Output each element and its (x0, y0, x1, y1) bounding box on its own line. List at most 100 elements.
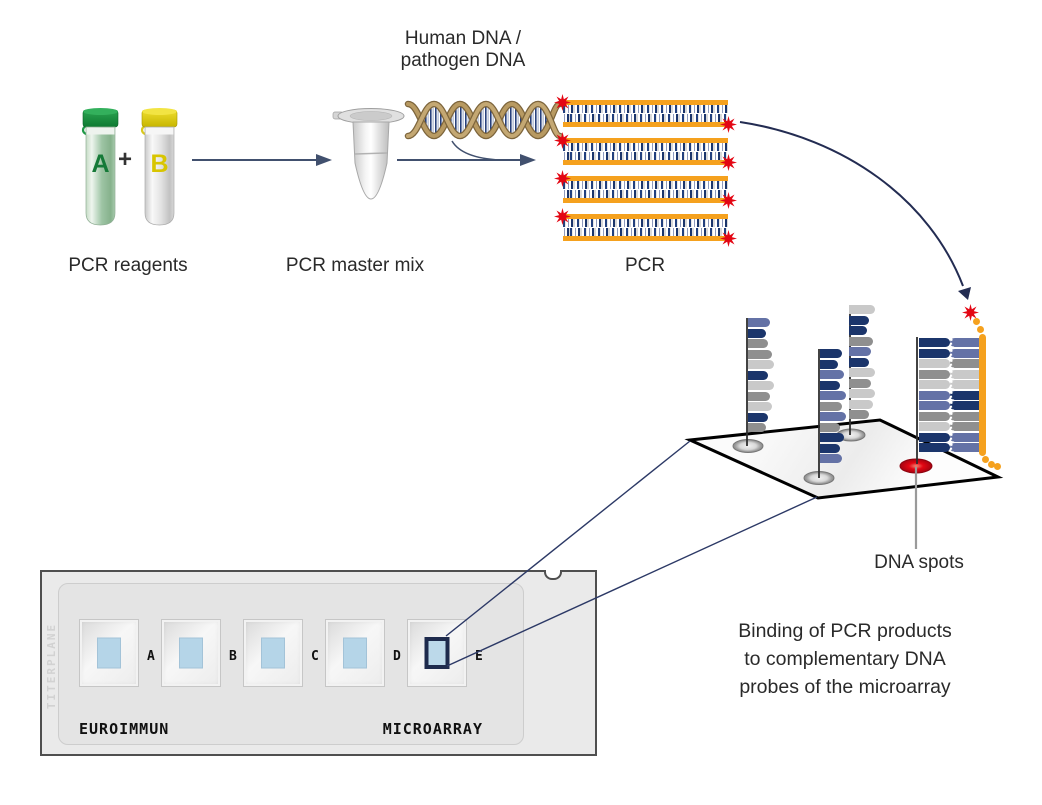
probe-bar (849, 389, 875, 398)
strand-dot (994, 463, 1001, 470)
primer-strand-bottom (563, 122, 728, 127)
bound-strand-bar (950, 369, 980, 379)
probe-bar (849, 305, 875, 314)
probe-bar (820, 422, 840, 432)
bound-strand-bar (950, 411, 980, 421)
bound-strand-bar (950, 443, 980, 452)
dye-star-icon (720, 116, 737, 133)
probe-bar (919, 401, 950, 410)
base-sequence-row (563, 190, 728, 198)
arrow-reagents-to-mix (192, 154, 332, 166)
pcr-product-duplex (554, 208, 737, 247)
well-window (179, 637, 203, 669)
probe-bar (849, 410, 869, 419)
probe-bar (748, 360, 774, 369)
primer-strand-top (563, 176, 728, 181)
caption-dna-spots: DNA spots (874, 552, 964, 573)
primer-strand-top (563, 214, 728, 219)
dye-star-icon (720, 192, 737, 209)
well-label: D (393, 649, 401, 664)
microarray-well (325, 619, 385, 687)
probe-bar (919, 369, 950, 379)
probe-bar (820, 454, 842, 463)
arrow-mix-to-pcr (397, 140, 536, 166)
probe-bar (820, 433, 844, 442)
primer-strand-bottom (563, 236, 728, 241)
caption-binding: Binding of PCR products to complementary… (738, 620, 952, 698)
bound-strand-bar (950, 401, 980, 410)
sample-dna-label: Human DNA / pathogen DNA (400, 28, 526, 71)
probe-bar (820, 349, 842, 358)
probe-bar (849, 378, 871, 388)
dye-star-icon (554, 208, 571, 225)
strand-gap (563, 113, 728, 114)
probe-bar (919, 411, 950, 421)
probe-bar (748, 402, 772, 411)
probe-bar (849, 315, 869, 325)
well-label: B (229, 649, 237, 664)
probe-bar (748, 339, 768, 348)
dye-star-icon (962, 304, 979, 321)
dye-star-icon (554, 94, 571, 111)
base-sequence-row (563, 228, 728, 236)
well-label: A (147, 649, 155, 664)
probe-bar (748, 318, 770, 327)
primer-strand-bottom (563, 160, 728, 165)
bound-strand-bar (950, 422, 980, 431)
caption-pcr-master-mix: PCR master mix (285, 255, 425, 276)
dna-spot (732, 439, 764, 453)
strand-dot (982, 456, 989, 463)
probe-bar (748, 381, 774, 390)
base-sequence-row (563, 105, 728, 113)
bound-strand-bar (950, 359, 980, 368)
caption-pcr-reagents: PCR reagents (68, 255, 188, 276)
slide-notch (544, 570, 562, 580)
probe-bar (748, 423, 766, 432)
probe-bar (748, 391, 770, 401)
microarray-well (407, 619, 467, 687)
probe-bar (919, 432, 950, 442)
strand-dot (988, 461, 995, 468)
probe-bar (849, 336, 873, 346)
master-mix-tube-icon (332, 108, 405, 200)
reagent-b-letter: B (150, 150, 168, 178)
base-sequence-row (563, 143, 728, 151)
probe-bar (919, 380, 950, 389)
well-label: E (475, 649, 483, 664)
microarray-well (79, 619, 139, 687)
brand-right-text: MICROARRAY (382, 720, 483, 738)
bound-strand-bar (950, 348, 980, 358)
well-label: C (311, 649, 319, 664)
bound-strand-bar (950, 390, 980, 400)
microarray-well (243, 619, 303, 687)
microarray-well (161, 619, 221, 687)
pcr-product-duplex (554, 132, 737, 171)
probe-bar (849, 347, 871, 356)
reagent-tube-b-icon: B (140, 108, 178, 226)
primer-strand-bottom (563, 198, 728, 203)
probe-bar (820, 443, 840, 453)
base-sequence-row (563, 219, 728, 227)
arrow-pcr-to-microarray (739, 121, 971, 300)
probe-bar (820, 401, 842, 411)
chip-surface (684, 418, 1004, 500)
probe-bar (748, 370, 768, 380)
reagent-a-letter: A (91, 150, 109, 178)
probe-bar (849, 357, 869, 367)
primer-strand-top (563, 100, 728, 105)
bound-pcr-strand (979, 334, 986, 456)
base-sequence-row (563, 152, 728, 160)
dna-spot-positive (899, 458, 933, 474)
probe-bar (919, 348, 950, 358)
plus-sign: + (118, 146, 133, 173)
pcr-product-duplex (554, 170, 737, 209)
probe-bar (820, 359, 838, 369)
probe-bar (919, 359, 950, 368)
reagent-tube-a-icon: A (81, 108, 119, 226)
slide-wells: A B C D E (59, 584, 523, 744)
probe-bar (919, 443, 950, 452)
probe-bar (919, 390, 950, 400)
probe-bar (919, 338, 950, 347)
